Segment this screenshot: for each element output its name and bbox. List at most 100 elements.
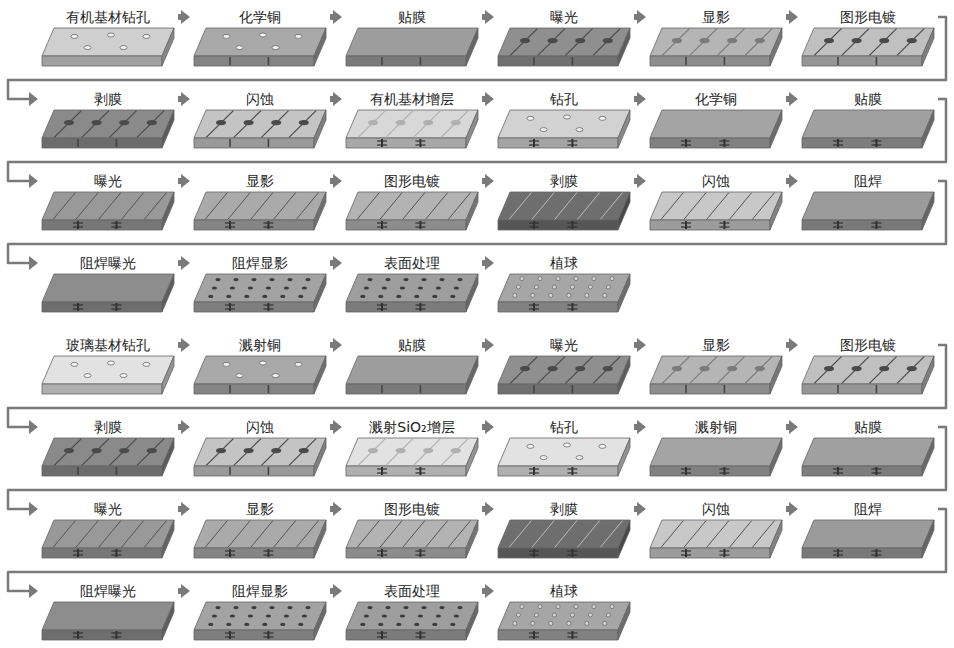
step-label: 图形电镀	[344, 500, 480, 518]
substrate-illustration	[344, 272, 480, 316]
step-label: 钻孔	[496, 90, 632, 108]
step-label: 闪蚀	[648, 500, 784, 518]
flow-arrow	[634, 502, 646, 516]
substrate-illustration	[648, 354, 784, 398]
flow-arrow	[8, 509, 946, 598]
flow-arrow	[178, 256, 190, 270]
step-label: 玻璃基材钻孔	[40, 336, 176, 354]
flow-arrow	[482, 420, 494, 434]
substrate-illustration	[800, 354, 936, 398]
substrate-illustration	[496, 108, 632, 152]
process-step: 图形电镀	[344, 172, 480, 234]
step-label: 溅射铜	[192, 336, 328, 354]
process-step: 有机基材增层	[344, 90, 480, 152]
flow-arrow	[634, 338, 646, 352]
substrate-illustration	[344, 436, 480, 480]
substrate-illustration	[40, 354, 176, 398]
step-label: 阻焊	[800, 500, 936, 518]
flow-arrow	[330, 502, 342, 516]
substrate-illustration	[800, 518, 936, 562]
substrate-illustration	[800, 190, 936, 234]
process-step: 闪蚀	[192, 90, 328, 152]
flow-arrow	[482, 338, 494, 352]
substrate-illustration	[192, 190, 328, 234]
process-step: 曝光	[40, 500, 176, 562]
flow-arrow	[178, 420, 190, 434]
step-label: 剥膜	[496, 500, 632, 518]
step-label: 表面处理	[344, 582, 480, 600]
step-label: 化学铜	[192, 8, 328, 26]
process-step: 钻孔	[496, 418, 632, 480]
flow-arrow	[786, 10, 798, 24]
process-step: 阻焊显影	[192, 254, 328, 316]
substrate-illustration	[40, 436, 176, 480]
step-label: 表面处理	[344, 254, 480, 272]
step-label: 阻焊	[800, 172, 936, 190]
flow-arrow	[8, 99, 946, 188]
substrate-illustration	[648, 108, 784, 152]
process-step: 表面处理	[344, 582, 480, 644]
process-step: 玻璃基材钻孔	[40, 336, 176, 398]
substrate-illustration	[192, 518, 328, 562]
step-label: 贴膜	[800, 418, 936, 436]
process-step: 闪蚀	[192, 418, 328, 480]
step-label: 贴膜	[800, 90, 936, 108]
flow-arrow	[330, 338, 342, 352]
substrate-illustration	[496, 190, 632, 234]
step-label: 溅射SiO₂增层	[344, 418, 480, 436]
substrate-illustration	[344, 600, 480, 644]
substrate-illustration	[648, 26, 784, 70]
process-step: 有机基材钻孔	[40, 8, 176, 70]
substrate-illustration	[192, 436, 328, 480]
flow-arrow	[634, 92, 646, 106]
process-step: 图形电镀	[800, 336, 936, 398]
process-step: 显影	[648, 8, 784, 70]
process-step: 溅射SiO₂增层	[344, 418, 480, 480]
process-step: 剥膜	[496, 500, 632, 562]
process-step: 溅射铜	[648, 418, 784, 480]
step-label: 剥膜	[40, 90, 176, 108]
process-step: 曝光	[40, 172, 176, 234]
flow-arrow	[482, 174, 494, 188]
step-label: 图形电镀	[800, 336, 936, 354]
substrate-illustration	[496, 436, 632, 480]
step-label: 曝光	[40, 500, 176, 518]
flow-arrow	[786, 92, 798, 106]
flow-arrow	[482, 502, 494, 516]
substrate-illustration	[192, 354, 328, 398]
process-step: 剥膜	[496, 172, 632, 234]
flow-arrow	[482, 10, 494, 24]
flow-arrow	[8, 427, 946, 516]
process-step: 溅射铜	[192, 336, 328, 398]
process-step: 贴膜	[344, 8, 480, 70]
step-label: 有机基材钻孔	[40, 8, 176, 26]
process-step: 表面处理	[344, 254, 480, 316]
step-label: 曝光	[496, 336, 632, 354]
step-label: 植球	[496, 254, 632, 272]
step-label: 溅射铜	[648, 418, 784, 436]
substrate-illustration	[192, 272, 328, 316]
substrate-illustration	[40, 190, 176, 234]
process-step: 显影	[192, 172, 328, 234]
flow-arrow	[330, 584, 342, 598]
step-label: 贴膜	[344, 336, 480, 354]
process-step: 图形电镀	[344, 500, 480, 562]
substrate-illustration	[648, 190, 784, 234]
flow-arrow	[330, 420, 342, 434]
flow-arrow	[178, 584, 190, 598]
flow-arrow	[178, 10, 190, 24]
step-label: 阻焊显影	[192, 582, 328, 600]
substrate-illustration	[344, 190, 480, 234]
step-label: 贴膜	[344, 8, 480, 26]
substrate-illustration	[192, 108, 328, 152]
flow-arrow	[330, 174, 342, 188]
process-step: 曝光	[496, 8, 632, 70]
process-step: 闪蚀	[648, 500, 784, 562]
process-step: 阻焊	[800, 172, 936, 234]
step-label: 显影	[648, 336, 784, 354]
substrate-illustration	[496, 354, 632, 398]
substrate-illustration	[344, 26, 480, 70]
substrate-illustration	[344, 108, 480, 152]
flow-arrow	[330, 92, 342, 106]
process-step: 图形电镀	[800, 8, 936, 70]
